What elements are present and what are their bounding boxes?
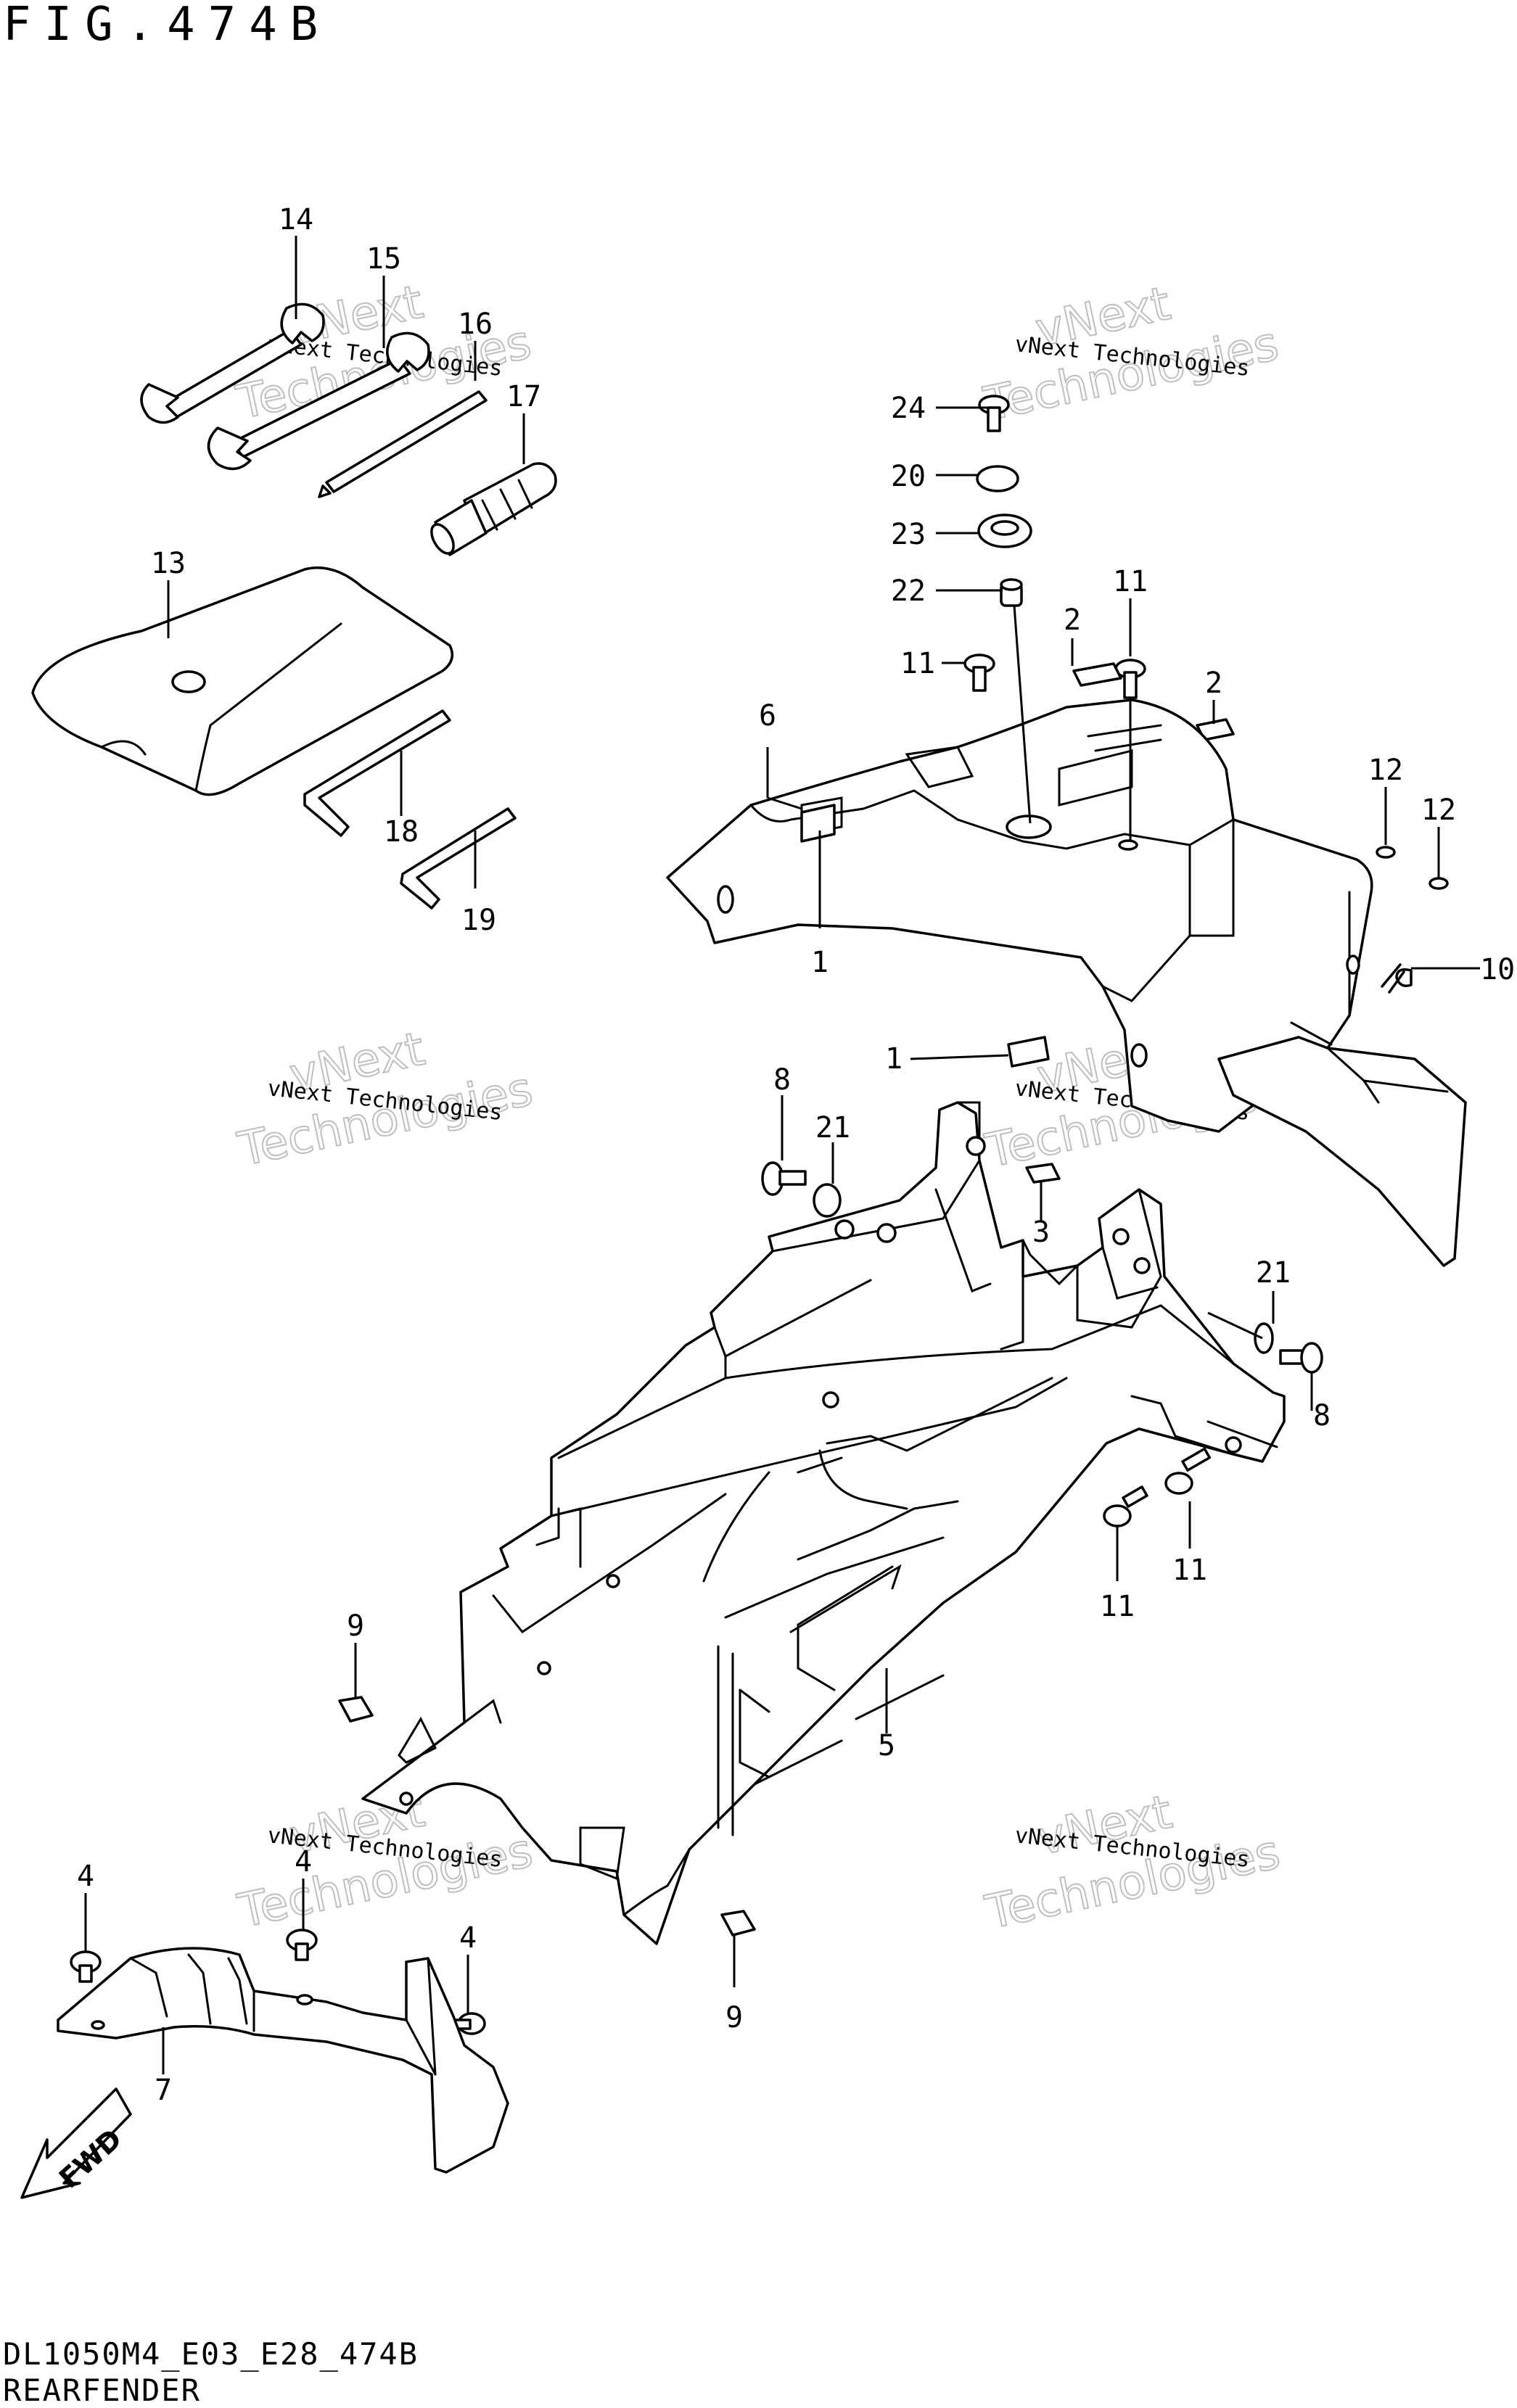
bracket-7: [57, 1947, 509, 2174]
screw-4-b: [286, 1929, 318, 1961]
bolt-11-b: [1114, 659, 1146, 699]
callout-20: 20: [891, 460, 926, 493]
pad-1-b: [1007, 1036, 1050, 1068]
callout-8-b: 8: [1313, 1399, 1331, 1432]
nut-9-a: [338, 1696, 374, 1723]
callout-13: 13: [151, 547, 186, 580]
screw-4-a: [70, 1950, 102, 1983]
bolt-11-a: [963, 653, 995, 692]
bolt-11-d: [1103, 1485, 1148, 1527]
callout-2-a: 2: [1064, 603, 1081, 637]
bolt-8-left: [761, 1161, 807, 1196]
model-code: DL1050M4_E03_E28_474B: [3, 2336, 419, 2372]
callout-4-c: 4: [459, 1921, 477, 1955]
callout-9-b: 9: [725, 2001, 743, 2034]
section-name: REARFENDER: [3, 2372, 201, 2408]
fwd-direction-arrow: FWD: [20, 2087, 132, 2199]
callout-23: 23: [891, 518, 926, 551]
bolt-11-c: [1164, 1447, 1212, 1495]
bolt-8-right: [1279, 1342, 1323, 1374]
callout-12-b: 12: [1421, 793, 1456, 827]
rear-fender-main-5: [361, 1101, 1286, 1945]
callout-14: 14: [279, 203, 313, 236]
callout-11-b: 11: [1113, 565, 1148, 598]
screw-24: [978, 395, 1010, 432]
callout-21-a: 21: [815, 1111, 850, 1145]
hex-key-18: [303, 709, 451, 837]
screwdriver-16: [318, 390, 488, 498]
clip-12-b: [1428, 877, 1449, 890]
callout-17: 17: [506, 380, 541, 413]
callout-15: 15: [366, 242, 401, 276]
callout-19: 19: [461, 904, 496, 937]
callout-10: 10: [1480, 953, 1515, 986]
rear-fender-upper-6: [666, 698, 1467, 1267]
callout-21-b: 21: [1256, 1256, 1291, 1290]
nut-9-b: [720, 1910, 756, 1937]
grommet-23: [977, 514, 1032, 548]
washer-21-right: [1254, 1322, 1274, 1354]
callout-11-c: 11: [1172, 1554, 1207, 1587]
wrench-15: [207, 331, 430, 471]
callout-18: 18: [384, 815, 419, 849]
callout-11-d: 11: [1100, 1590, 1135, 1623]
callout-7: 7: [155, 2074, 172, 2107]
callout-16: 16: [458, 308, 493, 341]
callout-2-b: 2: [1205, 667, 1222, 700]
callout-1-b: 1: [885, 1042, 903, 1076]
callout-3: 3: [1032, 1216, 1050, 1249]
collar-22: [1000, 578, 1023, 607]
rivet-10: [1381, 963, 1413, 994]
wrench-14: [140, 302, 325, 424]
callout-labels: 14 15 16 17 13 18 19 24 20 23 22 11 2 11…: [77, 203, 1515, 2107]
clip-12-a: [1376, 846, 1396, 859]
callout-4-a: 4: [77, 1860, 94, 1893]
callout-1-a: 1: [811, 946, 829, 979]
pad-2-a: [1072, 662, 1122, 687]
figure-title: FIG.474B: [3, 0, 332, 51]
callout-8-a: 8: [773, 1063, 791, 1097]
pad-3: [1025, 1163, 1061, 1184]
pad-1-a: [800, 804, 836, 843]
handle-17: [430, 462, 557, 556]
callout-24: 24: [891, 392, 926, 425]
tool-bag-13: [31, 566, 454, 796]
callout-9-a: 9: [347, 1609, 364, 1643]
washer-20: [976, 465, 1019, 492]
callout-22: 22: [891, 574, 926, 608]
washer-21-left: [813, 1183, 842, 1218]
hex-key-19: [400, 807, 517, 910]
leader-lines: [84, 236, 1480, 2074]
callout-4-b: 4: [295, 1845, 312, 1879]
callout-11-a: 11: [900, 647, 935, 680]
callout-6: 6: [759, 699, 776, 733]
callout-5: 5: [878, 1729, 895, 1762]
callout-12-a: 12: [1368, 754, 1403, 787]
